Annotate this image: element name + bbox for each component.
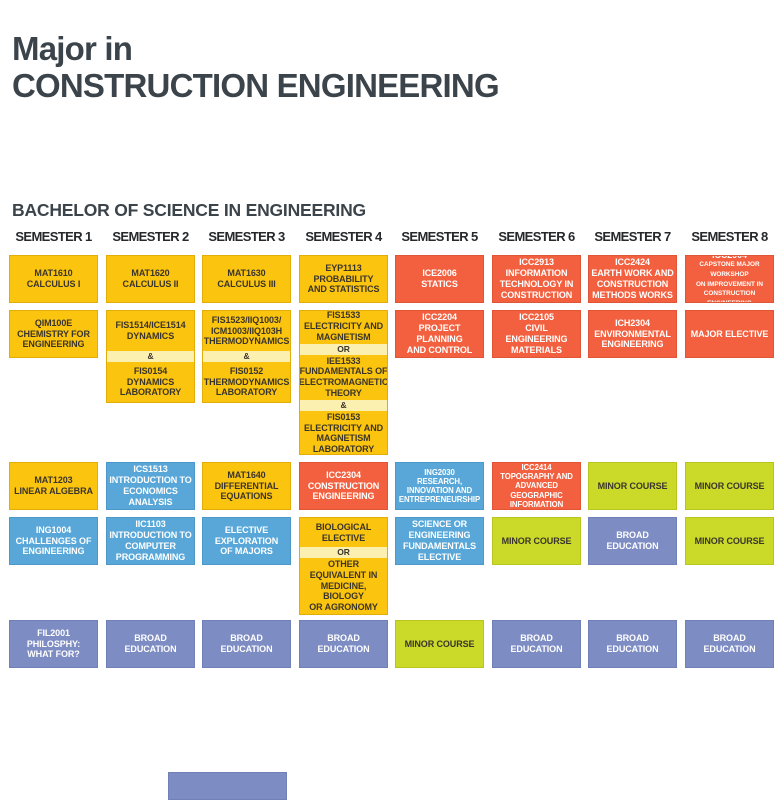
course-broad-education: BROAD EDUCATION — [588, 620, 677, 668]
course-science-engineering-fundamentals-elective: SCIENCE OR ENGINEERING FUNDAMENTALS ELEC… — [395, 517, 484, 565]
course-iee1533-electromagnetic-theory: IEE1533 FUNDAMENTALS OF ELECTROMAGNETIC … — [299, 355, 388, 398]
semester-3-header: SEMESTER 3 — [208, 229, 285, 244]
course-mat1630-calculus-iii: MAT1630 CALCULUS III — [202, 255, 291, 303]
course-minor-course: MINOR COURSE — [685, 462, 774, 510]
joiner-and: & — [300, 399, 387, 411]
page-title: Major in CONSTRUCTION ENGINEERING — [12, 30, 500, 104]
course-fis1533-electricity-magnetism: FIS1533 ELECTRICITY AND MAGNETISM — [303, 310, 383, 342]
course-ics1513-economics: ICS1513 INTRODUCTION TO ECONOMICS ANALYS… — [106, 462, 195, 510]
course-icc2913-information-technology: ICC2913 INFORMATION TECHNOLOGY IN CONSTR… — [492, 255, 581, 303]
course-mat1610-calculus-i: MAT1610 CALCULUS I — [9, 255, 98, 303]
course-icc2424-earth-work: ICC2424 EARTH WORK AND CONSTRUCTION METH… — [588, 255, 677, 303]
semester-4-header: SEMESTER 4 — [305, 229, 382, 244]
semester-7-header: SEMESTER 7 — [594, 229, 671, 244]
course-minor-course: MINOR COURSE — [588, 462, 677, 510]
course-mat1620-calculus-ii: MAT1620 CALCULUS II — [106, 255, 195, 303]
page-title-line1: Major in — [12, 30, 133, 67]
course-icc2105-civil-engineering-materials: ICC2105 CIVIL ENGINEERING MATERIALS — [492, 310, 581, 358]
course-group-thermodynamics: FIS1523/IIQ1003/ ICM1003/IIQ103H THERMOD… — [202, 310, 291, 403]
capstone-code: ICC2904 — [712, 256, 747, 260]
course-broad-education: BROAD EDUCATION — [106, 620, 195, 668]
course-group-electricity-magnetism: FIS1533 ELECTRICITY AND MAGNETISM OR IEE… — [299, 310, 388, 455]
course-fil2001-philosophy: FIL2001 PHILOSPHY: WHAT FOR? — [9, 620, 98, 668]
course-other-equivalent: OTHER EQUIVALENT IN MEDICINE, BIOLOGY OR… — [309, 559, 378, 613]
course-eyp1113-probability-statistics: EYP1113 PROBABILITY AND STATISTICS — [299, 255, 388, 303]
joiner-and: & — [107, 351, 194, 362]
capstone-title: CAPSTONE MAJOR WORKSHOP ON IMPROVEMENT I… — [695, 261, 764, 302]
semester-6-header: SEMESTER 6 — [498, 229, 575, 244]
course-broad-education: BROAD EDUCATION — [202, 620, 291, 668]
course-icc2304-construction-engineering: ICC2304 CONSTRUCTION ENGINEERING — [299, 462, 388, 510]
course-icc2904-capstone: ICC2904 CAPSTONE MAJOR WORKSHOP ON IMPRO… — [685, 255, 774, 303]
joiner-or: OR — [300, 547, 387, 559]
semester-1-header: SEMESTER 1 — [15, 229, 92, 244]
course-fis1523-thermodynamics: FIS1523/IIQ1003/ ICM1003/IIQ103H THERMOD… — [203, 314, 290, 347]
program-subtitle: BACHELOR OF SCIENCE IN ENGINEERING — [12, 200, 366, 220]
course-group-dynamics: FIS1514/ICE1514 DYNAMICS & FIS0154 DYNAM… — [106, 310, 195, 403]
course-fis1514-dynamics: FIS1514/ICE1514 DYNAMICS — [115, 320, 186, 341]
course-elective-exploration-of-majors: ELECTIVE EXPLORATION OF MAJORS — [202, 517, 291, 565]
course-biological-elective: BIOLOGICAL ELECTIVE — [315, 521, 372, 543]
semester-2-header: SEMESTER 2 — [112, 229, 189, 244]
course-mat1203-linear-algebra: MAT1203 LINEAR ALGEBRA — [9, 462, 98, 510]
course-broad-education: BROAD EDUCATION — [492, 620, 581, 668]
course-minor-course: MINOR COURSE — [492, 517, 581, 565]
course-iic1103-programming: IIC1103 INTRODUCTION TO COMPUTER PROGRAM… — [106, 517, 195, 565]
course-broad-education: BROAD EDUCATION — [588, 517, 677, 565]
course-broad-education: BROAD EDUCATION — [299, 620, 388, 668]
course-fis0153-electricity-magnetism-lab: FIS0153 ELECTRICITY AND MAGNETISM LABORA… — [303, 411, 383, 455]
joiner-or: OR — [300, 343, 387, 355]
semester-5-header: SEMESTER 5 — [401, 229, 478, 244]
course-minor-course: MINOR COURSE — [685, 517, 774, 565]
course-ice2006-statics: ICE2006 STATICS — [395, 255, 484, 303]
course-ing2030-research-innovation: ING2030 RESEARCH, INNOVATION AND ENTREPR… — [395, 462, 484, 510]
course-group-biological-elective: BIOLOGICAL ELECTIVE OR OTHER EQUIVALENT … — [299, 517, 388, 615]
page-title-line2: CONSTRUCTION ENGINEERING — [12, 67, 500, 104]
course-fis0152-thermodynamics-lab: FIS0152 THERMODYNAMICS LABORATORY — [203, 365, 290, 398]
course-icc2414-topography: ICC2414 TOPOGRAPHY AND ADVANCED GEOGRAPH… — [492, 462, 581, 510]
course-broad-education: BROAD EDUCATION — [685, 620, 774, 668]
course-ich2304-environmental-engineering: ICH2304 ENVIRONMENTAL ENGINEERING — [588, 310, 677, 358]
joiner-and: & — [203, 351, 290, 362]
course-major-elective: MAJOR ELECTIVE — [685, 310, 774, 358]
course-ing1004-challenges: ING1004 CHALLENGES OF ENGINEERING — [9, 517, 98, 565]
course-minor-course: MINOR COURSE — [395, 620, 484, 668]
partial-box-bottom — [168, 772, 287, 800]
course-qim100e-chemistry: QIM100E CHEMISTRY FOR ENGINEERING — [9, 310, 98, 358]
course-mat1640-differential-equations: MAT1640 DIFFERENTIAL EQUATIONS — [202, 462, 291, 510]
semester-8-header: SEMESTER 8 — [691, 229, 768, 244]
course-icc2204-project-planning: ICC2204 PROJECT PLANNING AND CONTROL — [395, 310, 484, 358]
course-fis0154-dynamics-lab: FIS0154 DYNAMICS LABORATORY — [119, 365, 182, 398]
